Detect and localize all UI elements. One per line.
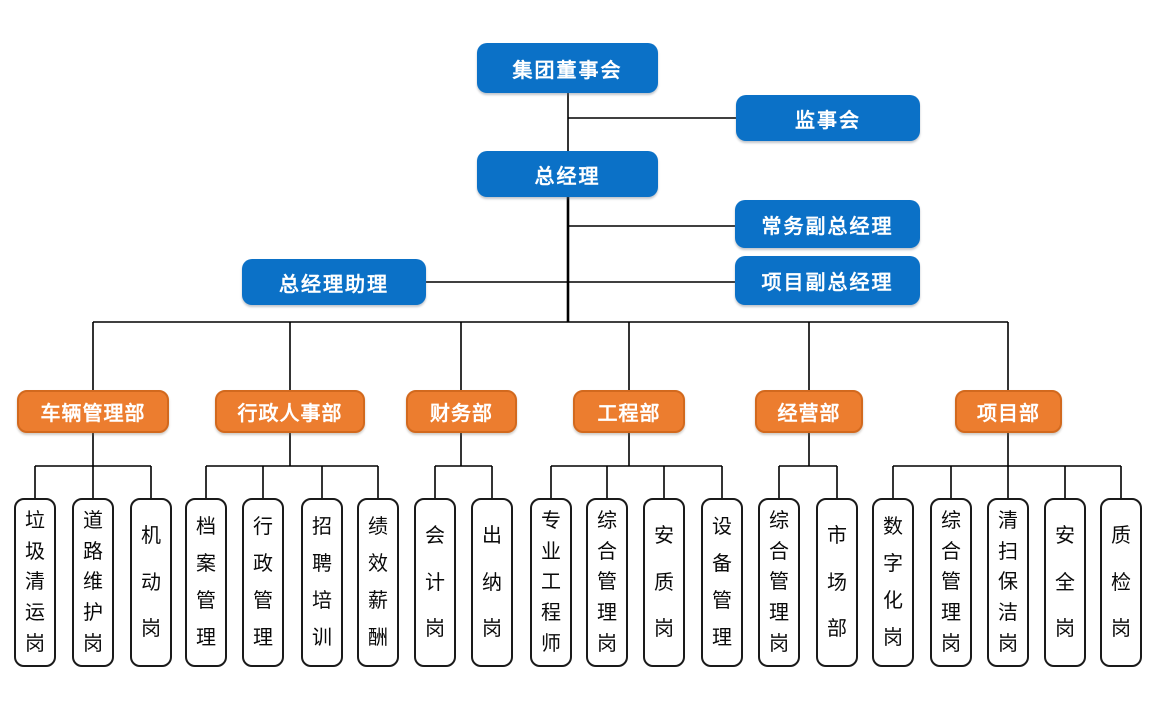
dept-label: 车辆管理部 [40,403,146,425]
node-gm-assistant-label: 总经理助理 [279,273,389,296]
position-box: 道路维护岗 [72,498,114,667]
dept-label: 财务部 [430,403,493,425]
position-label: 专业工程师 [541,509,561,656]
position-label: 市场部 [827,525,847,640]
position-label: 清扫保洁岗 [998,509,1018,656]
position-box: 市场部 [816,498,858,667]
position-label: 设备管理 [712,516,732,649]
node-general-manager: 总经理 [477,151,658,197]
node-board-label: 集团董事会 [512,59,623,82]
position-box: 机动岗 [130,498,172,667]
node-gm-assistant: 总经理助理 [242,259,426,305]
node-project-deputy-gm: 项目副总经理 [735,256,920,305]
position-box: 设备管理 [701,498,743,667]
position-box: 综合管理岗 [758,498,800,667]
dept-label: 行政人事部 [237,403,343,425]
position-box: 出纳岗 [471,498,513,667]
node-project-deputy-gm-label: 项目副总经理 [761,272,894,294]
node-dept-finance: 财务部 [406,390,517,433]
position-label: 道路维护岗 [83,509,103,656]
position-label: 综合管理岗 [597,509,617,656]
node-supervisory-board-label: 监事会 [795,109,861,132]
position-label: 档案管理 [196,516,216,649]
position-box: 安全岗 [1044,498,1086,667]
position-box: 安质岗 [643,498,685,667]
position-box: 绩效薪酬 [357,498,399,667]
position-box: 清扫保洁岗 [987,498,1029,667]
node-dept-project: 项目部 [955,390,1062,433]
position-box: 专业工程师 [530,498,572,667]
position-box: 行政管理 [242,498,284,667]
position-box: 垃圾清运岗 [14,498,56,667]
dept-label: 经营部 [777,403,841,425]
position-label: 安质岗 [654,525,674,640]
node-dept-hr-admin: 行政人事部 [215,390,365,433]
position-box: 综合管理岗 [930,498,972,667]
node-executive-deputy-gm: 常务副总经理 [735,200,920,248]
position-box: 质检岗 [1100,498,1142,667]
node-dept-vehicle-management: 车辆管理部 [17,390,169,433]
position-label: 质检岗 [1111,525,1131,640]
position-label: 出纳岗 [482,525,502,640]
node-dept-operations: 经营部 [755,390,863,433]
position-label: 行政管理 [253,516,273,649]
node-dept-engineering: 工程部 [573,390,685,433]
position-box: 招聘培训 [301,498,343,667]
position-box: 会计岗 [414,498,456,667]
dept-label: 工程部 [597,403,661,425]
node-executive-deputy-gm-label: 常务副总经理 [761,215,894,238]
position-box: 数字化岗 [872,498,914,667]
position-label: 会计岗 [425,525,445,640]
position-label: 垃圾清运岗 [25,509,45,656]
position-label: 综合管理岗 [941,509,961,656]
position-label: 绩效薪酬 [368,516,388,649]
position-label: 安全岗 [1055,525,1075,640]
position-label: 综合管理岗 [769,509,789,656]
position-label: 数字化岗 [883,516,903,649]
dept-label: 项目部 [977,403,1040,425]
position-box: 档案管理 [185,498,227,667]
node-general-manager-label: 总经理 [534,165,601,188]
node-board: 集团董事会 [477,43,658,93]
node-supervisory-board: 监事会 [736,95,920,141]
position-box: 综合管理岗 [586,498,628,667]
position-label: 招聘培训 [312,516,332,649]
position-label: 机动岗 [141,525,161,640]
